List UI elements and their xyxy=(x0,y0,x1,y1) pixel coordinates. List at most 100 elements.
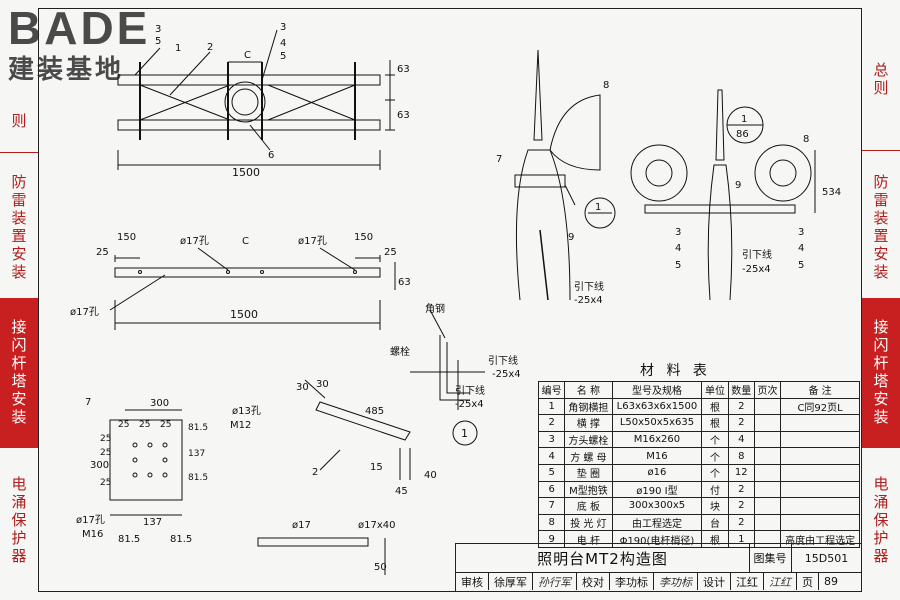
tag-3d: 3 xyxy=(798,227,804,238)
tag-9a: 9 xyxy=(568,232,574,243)
base-plate xyxy=(109,409,183,516)
materials-cell xyxy=(753,414,782,432)
bolt-label: 螺栓 xyxy=(390,345,410,358)
logo-text: BADE xyxy=(8,2,151,54)
materials-cell xyxy=(753,447,782,465)
right-tab-divider xyxy=(862,150,900,151)
materials-cell: 根 xyxy=(701,397,729,416)
materials-cell: 台 xyxy=(701,513,729,532)
lead-down-2: 引下线 xyxy=(742,248,772,261)
materials-cell xyxy=(780,497,860,515)
left-tab-lightning-device[interactable]: 防雷装置安装 xyxy=(9,174,28,282)
plan-dim-c: C xyxy=(244,50,251,61)
materials-cell: 方头螺栓 xyxy=(564,430,613,449)
materials-header: 单位 xyxy=(701,381,729,399)
materials-cell xyxy=(753,480,782,499)
reviewer-signature: 孙行军 xyxy=(533,573,577,590)
lead-down-4: 引下线 xyxy=(455,384,485,397)
left-tab-surge-protector[interactable]: 电涌保护器 xyxy=(9,476,28,566)
materials-cell: 2 xyxy=(727,513,755,532)
right-tab-lightning-device[interactable]: 防雷装置安装 xyxy=(871,174,890,282)
plate-hole17: ø17孔 xyxy=(76,514,105,526)
cross-arm-elevation xyxy=(109,247,396,330)
ref-circle-1: 1 xyxy=(595,202,601,213)
left-tab-general[interactable]: 则 xyxy=(9,113,28,131)
bade-logo: BADE 建装基地 xyxy=(6,2,176,92)
lead-down-1-size: -25x4 xyxy=(574,295,603,306)
materials-cell: L50x50x5x635 xyxy=(611,414,703,432)
left-tab-divider xyxy=(0,152,38,153)
tag-3c: 3 xyxy=(675,227,681,238)
checker-signature: 李功标 xyxy=(654,573,698,590)
designer-name: 江红 xyxy=(731,573,764,590)
materials-cell: L63x63x6x1500 xyxy=(611,397,703,416)
tag-8a: 8 xyxy=(603,80,609,91)
materials-cell: 1 xyxy=(537,397,566,416)
right-tab-general[interactable]: 总则 xyxy=(871,62,890,98)
materials-cell xyxy=(753,430,782,449)
right-tab-surge-protector[interactable]: 电涌保护器 xyxy=(871,476,890,566)
materials-header: 备 注 xyxy=(780,381,860,399)
design-label: 设计 xyxy=(698,573,731,590)
brace-30a: 30 xyxy=(296,382,309,393)
materials-header: 数量 xyxy=(727,381,755,399)
cb-dim-1500: 1500 xyxy=(230,308,258,321)
brace-485: 485 xyxy=(365,406,384,417)
left-tab-air-terminal[interactable]: 接闪杆塔安装 xyxy=(0,298,38,448)
tag-5d: 5 xyxy=(798,260,804,271)
plan-view xyxy=(117,29,395,170)
materials-cell: 个 xyxy=(701,463,729,482)
plate-25v1: 25 xyxy=(100,478,111,488)
cb-dim-25a: 25 xyxy=(96,247,109,258)
plate-25v3: 25 xyxy=(100,434,111,444)
page-number: 89 xyxy=(824,575,838,588)
materials-cell xyxy=(753,463,782,482)
cb-dim-c: C xyxy=(242,236,249,247)
tag-1a: 1 xyxy=(175,43,181,54)
materials-cell: ø16 xyxy=(611,463,703,482)
materials-cell xyxy=(753,497,782,515)
brace-30b: 30 xyxy=(316,379,329,390)
dim-534: 534 xyxy=(822,187,841,198)
atlas-label: 图集号 xyxy=(749,544,792,573)
plate-25v2: 25 xyxy=(100,448,111,458)
materials-cell: C同92页L xyxy=(780,397,860,416)
tag-5b: 5 xyxy=(280,51,286,62)
angle-steel-label: 角钢 xyxy=(425,302,445,315)
materials-cell xyxy=(780,513,860,532)
tag-7a: 7 xyxy=(496,154,502,165)
plate-815b2: 81.5 xyxy=(170,534,192,545)
lead-down-3-size: -25x4 xyxy=(492,369,521,380)
tag-5a: 5 xyxy=(155,36,161,47)
right-tab-air-terminal[interactable]: 接闪杆塔安装 xyxy=(862,298,900,448)
lead-down-1: 引下线 xyxy=(574,280,604,293)
materials-cell: 垫 圈 xyxy=(564,463,613,482)
reviewer-name: 徐厚军 xyxy=(489,573,533,590)
materials-cell: 4 xyxy=(727,430,755,449)
tag-3b: 3 xyxy=(280,22,286,33)
plate-hole13: ø13孔 xyxy=(232,405,261,417)
signature-row: 审核 徐厚军 孙行军 校对 李功标 李功标 设计 江红 江红 页 89 xyxy=(456,573,861,590)
cb-hole17c: ø17孔 xyxy=(70,306,99,318)
brace-left-2 xyxy=(139,84,231,121)
materials-title: 材 料 表 xyxy=(640,363,711,379)
materials-cell: 2 xyxy=(727,414,755,432)
tag-7b: 7 xyxy=(85,397,91,408)
materials-cell: 3 xyxy=(537,430,566,449)
cb-hole17b: ø17孔 xyxy=(298,235,327,247)
front-elevation xyxy=(630,89,816,301)
plan-dim-63a: 63 xyxy=(397,64,410,75)
materials-cell: 方 螺 母 xyxy=(564,447,613,465)
plan-dim-63b: 63 xyxy=(397,110,410,121)
tag-2a: 2 xyxy=(207,42,213,53)
plate-m16: M16 xyxy=(82,529,103,540)
plate-300v: 300 xyxy=(90,460,109,471)
